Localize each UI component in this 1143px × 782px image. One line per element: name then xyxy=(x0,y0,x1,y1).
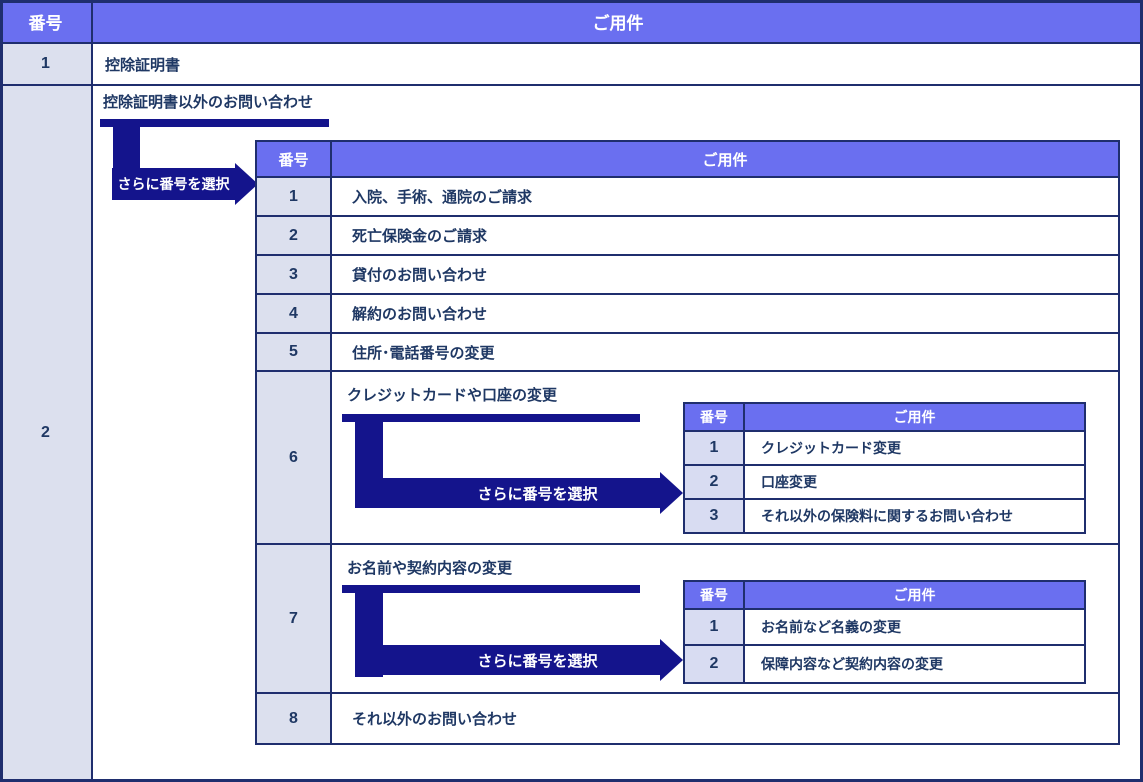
underline-bar-row7 xyxy=(342,585,640,593)
arrow1-label: さらに番号を選択 xyxy=(112,168,235,200)
level2-row8-label: それ以外のお問い合わせ xyxy=(352,711,518,728)
level2-row7-number: 7 xyxy=(257,545,332,694)
level3-name-header-number: 番号 xyxy=(685,582,745,610)
level2-header-number: 番号 xyxy=(257,142,332,178)
level2-row8-number: 8 xyxy=(257,694,332,743)
outer-row2-number: 2 xyxy=(0,86,93,779)
level3-credit-row2-number: 2 xyxy=(685,466,745,500)
level3-credit-table: 番号 ご用件 1 クレジットカード変更 2 口座変更 3 それ以外の保険料に関す… xyxy=(683,402,1086,534)
outer-row1-label: 控除証明書 xyxy=(93,44,1143,86)
arrow3-arrowhead-icon xyxy=(660,639,683,681)
level3-credit-header-subject: ご用件 xyxy=(745,404,1084,432)
level2-row4-label: 解約のお問い合わせ xyxy=(332,295,1118,334)
arrow2-label: さらに番号を選択 xyxy=(355,478,660,508)
level2-row5-number: 5 xyxy=(257,334,332,372)
arrow3-label: さらに番号を選択 xyxy=(355,645,660,675)
level2-row7-label: お名前や契約内容の変更 xyxy=(347,560,513,577)
level2-row2-label: 死亡保険金のご請求 xyxy=(332,217,1118,256)
arrow1-arrowhead-icon xyxy=(235,163,258,205)
level3-name-row2-label: 保障内容など契約内容の変更 xyxy=(761,656,943,672)
level2-table: 番号 ご用件 1 入院、手術、通院のご請求 2 死亡保険金のご請求 3 貸付のお… xyxy=(255,140,1120,745)
level2-row4-number: 4 xyxy=(257,295,332,334)
outer-header-number: 番号 xyxy=(0,0,93,44)
level3-credit-header-number: 番号 xyxy=(685,404,745,432)
level2-row6-number: 6 xyxy=(257,372,332,545)
level3-name-header-subject: ご用件 xyxy=(745,582,1084,610)
level3-credit-row3-label: それ以外の保険料に関するお問い合わせ xyxy=(761,508,1013,524)
level2-row1-label: 入院、手術、通院のご請求 xyxy=(332,178,1118,217)
level3-credit-row3-number: 3 xyxy=(685,500,745,532)
level2-header-subject: ご用件 xyxy=(332,142,1118,178)
level2-row6-content: クレジットカードや口座の変更 さらに番号を選択 番号 ご用件 1 クレジットカー… xyxy=(332,372,1118,545)
outer-row1-number: 1 xyxy=(0,44,93,86)
level2-row2-number: 2 xyxy=(257,217,332,256)
level2-row7-content: お名前や契約内容の変更 さらに番号を選択 番号 ご用件 1 お名前など名義の変更… xyxy=(332,545,1118,694)
level3-name-row1-label: お名前など名義の変更 xyxy=(745,610,1084,646)
underline-bar-row6 xyxy=(342,414,640,422)
underline-bar-level1 xyxy=(100,119,329,127)
outer-header-subject: ご用件 xyxy=(93,0,1143,44)
arrow2-arrowhead-icon xyxy=(660,472,683,514)
level3-credit-row1-number: 1 xyxy=(685,432,745,466)
outer-row2-label: 控除証明書以外のお問い合わせ xyxy=(103,94,314,111)
level3-name-table: 番号 ご用件 1 お名前など名義の変更 2 保障内容など契約内容の変更 xyxy=(683,580,1086,684)
level3-name-row2-number: 2 xyxy=(685,646,745,682)
level2-row6-label: クレジットカードや口座の変更 xyxy=(347,387,558,404)
level3-credit-row1-label: クレジットカード変更 xyxy=(745,432,1084,466)
level2-row3-label: 貸付のお問い合わせ xyxy=(332,256,1118,295)
level3-credit-row2-label: 口座変更 xyxy=(745,466,1084,500)
level2-row3-number: 3 xyxy=(257,256,332,295)
level2-row5-label: 住所･電話番号の変更 xyxy=(332,334,1118,372)
level3-name-row1-number: 1 xyxy=(685,610,745,646)
level2-row1-number: 1 xyxy=(257,178,332,217)
